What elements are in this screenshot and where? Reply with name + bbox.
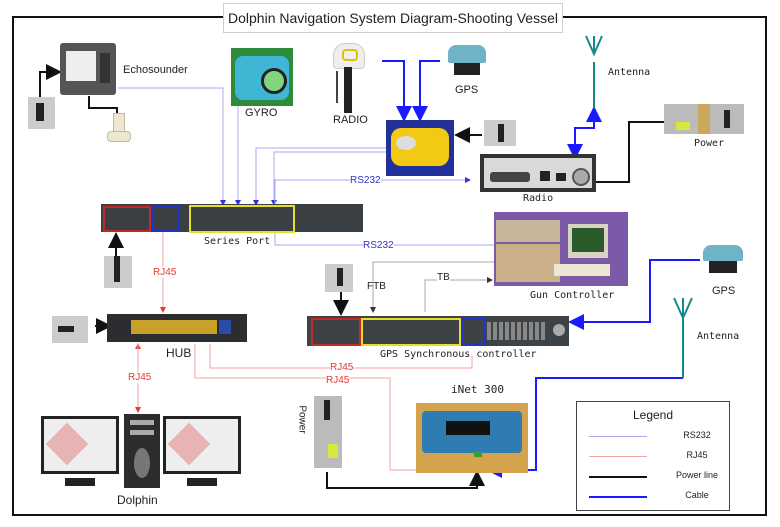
power-supply-bottom	[314, 396, 342, 468]
legend-swatch	[589, 456, 647, 457]
dolphin-monitor-right	[163, 416, 241, 486]
power-plug-icon	[52, 316, 88, 343]
echosounder-label: Echosounder	[123, 64, 188, 76]
gyro-device	[231, 48, 293, 106]
legend: Legend RS232 RJ45 Power line Cable	[576, 401, 730, 511]
series-port-device	[101, 204, 363, 233]
legend-swatch	[589, 476, 647, 478]
gyro-label: GYRO	[245, 107, 278, 119]
gps-antenna-top	[448, 45, 486, 79]
rj45-series-hub-label: RJ45	[153, 267, 177, 278]
power-bottom-label: Power	[296, 405, 308, 434]
legend-swatch	[589, 496, 647, 498]
power-plug-icon	[104, 256, 132, 288]
gps-right-label: GPS	[712, 285, 736, 297]
gps-top-label: GPS	[455, 84, 479, 96]
hub-label: HUB	[166, 346, 192, 360]
legend-item-rj45: RJ45	[577, 450, 729, 464]
ftb-tb-lines	[370, 261, 495, 313]
hub-device	[107, 314, 247, 342]
gun-controller-device	[494, 212, 628, 286]
rj45-hub-dolphin-label: RJ45	[128, 372, 152, 383]
inet-label: iNet 300	[451, 383, 504, 396]
radio-rover-device	[333, 43, 365, 113]
gps-sync-controller-device	[307, 316, 569, 346]
dolphin-label: Dolphin	[117, 493, 158, 507]
gun-controller-label: Gun Controller	[530, 290, 615, 301]
rs232-gun-label: RS232	[363, 240, 394, 251]
legend-item-power-line: Power line	[577, 470, 729, 484]
power-top-label: Power	[694, 138, 725, 149]
legend-swatch	[589, 436, 647, 437]
dolphin-monitor-left	[41, 416, 119, 486]
dolphin-computer-tower	[124, 414, 160, 488]
gps-antenna-right	[703, 245, 743, 277]
ftb-label: FTB	[367, 281, 386, 292]
tb-label: TB	[437, 272, 450, 283]
antenna-stems	[585, 35, 693, 378]
radio-rover-label: RADIO	[333, 114, 368, 126]
legend-item-rs232: RS232	[577, 430, 729, 444]
radio-modem-label: Radio	[523, 193, 554, 204]
power-plug-icon	[484, 120, 516, 146]
power-plug-icon	[28, 97, 55, 129]
rj45-hub-gps-sync-label: RJ45	[330, 362, 354, 373]
gps-sync-label: GPS Synchronous controller	[380, 349, 537, 360]
power-plug-icon	[325, 264, 353, 292]
series-port-label: Series Port	[204, 236, 271, 247]
antenna-top-label: Antenna	[608, 67, 651, 78]
echosounder-screen	[66, 51, 96, 81]
rs232-radio-label: RS232	[350, 175, 381, 186]
transducer-icon	[107, 113, 131, 142]
echosounder-device	[60, 43, 116, 95]
gps-receiver-yellow	[386, 120, 454, 176]
power-supply-top	[664, 104, 744, 134]
legend-item-cable: Cable	[577, 490, 729, 504]
radio-modem-device	[480, 154, 596, 192]
legend-title: Legend	[632, 408, 674, 422]
antenna-right-label: Antenna	[697, 331, 740, 342]
inet-300-device	[416, 403, 528, 473]
rj45-hub-inet-label: RJ45	[326, 375, 350, 386]
power-lines	[39, 64, 664, 489]
diagram-title: Dolphin Navigation System Diagram-Shooti…	[223, 3, 563, 33]
